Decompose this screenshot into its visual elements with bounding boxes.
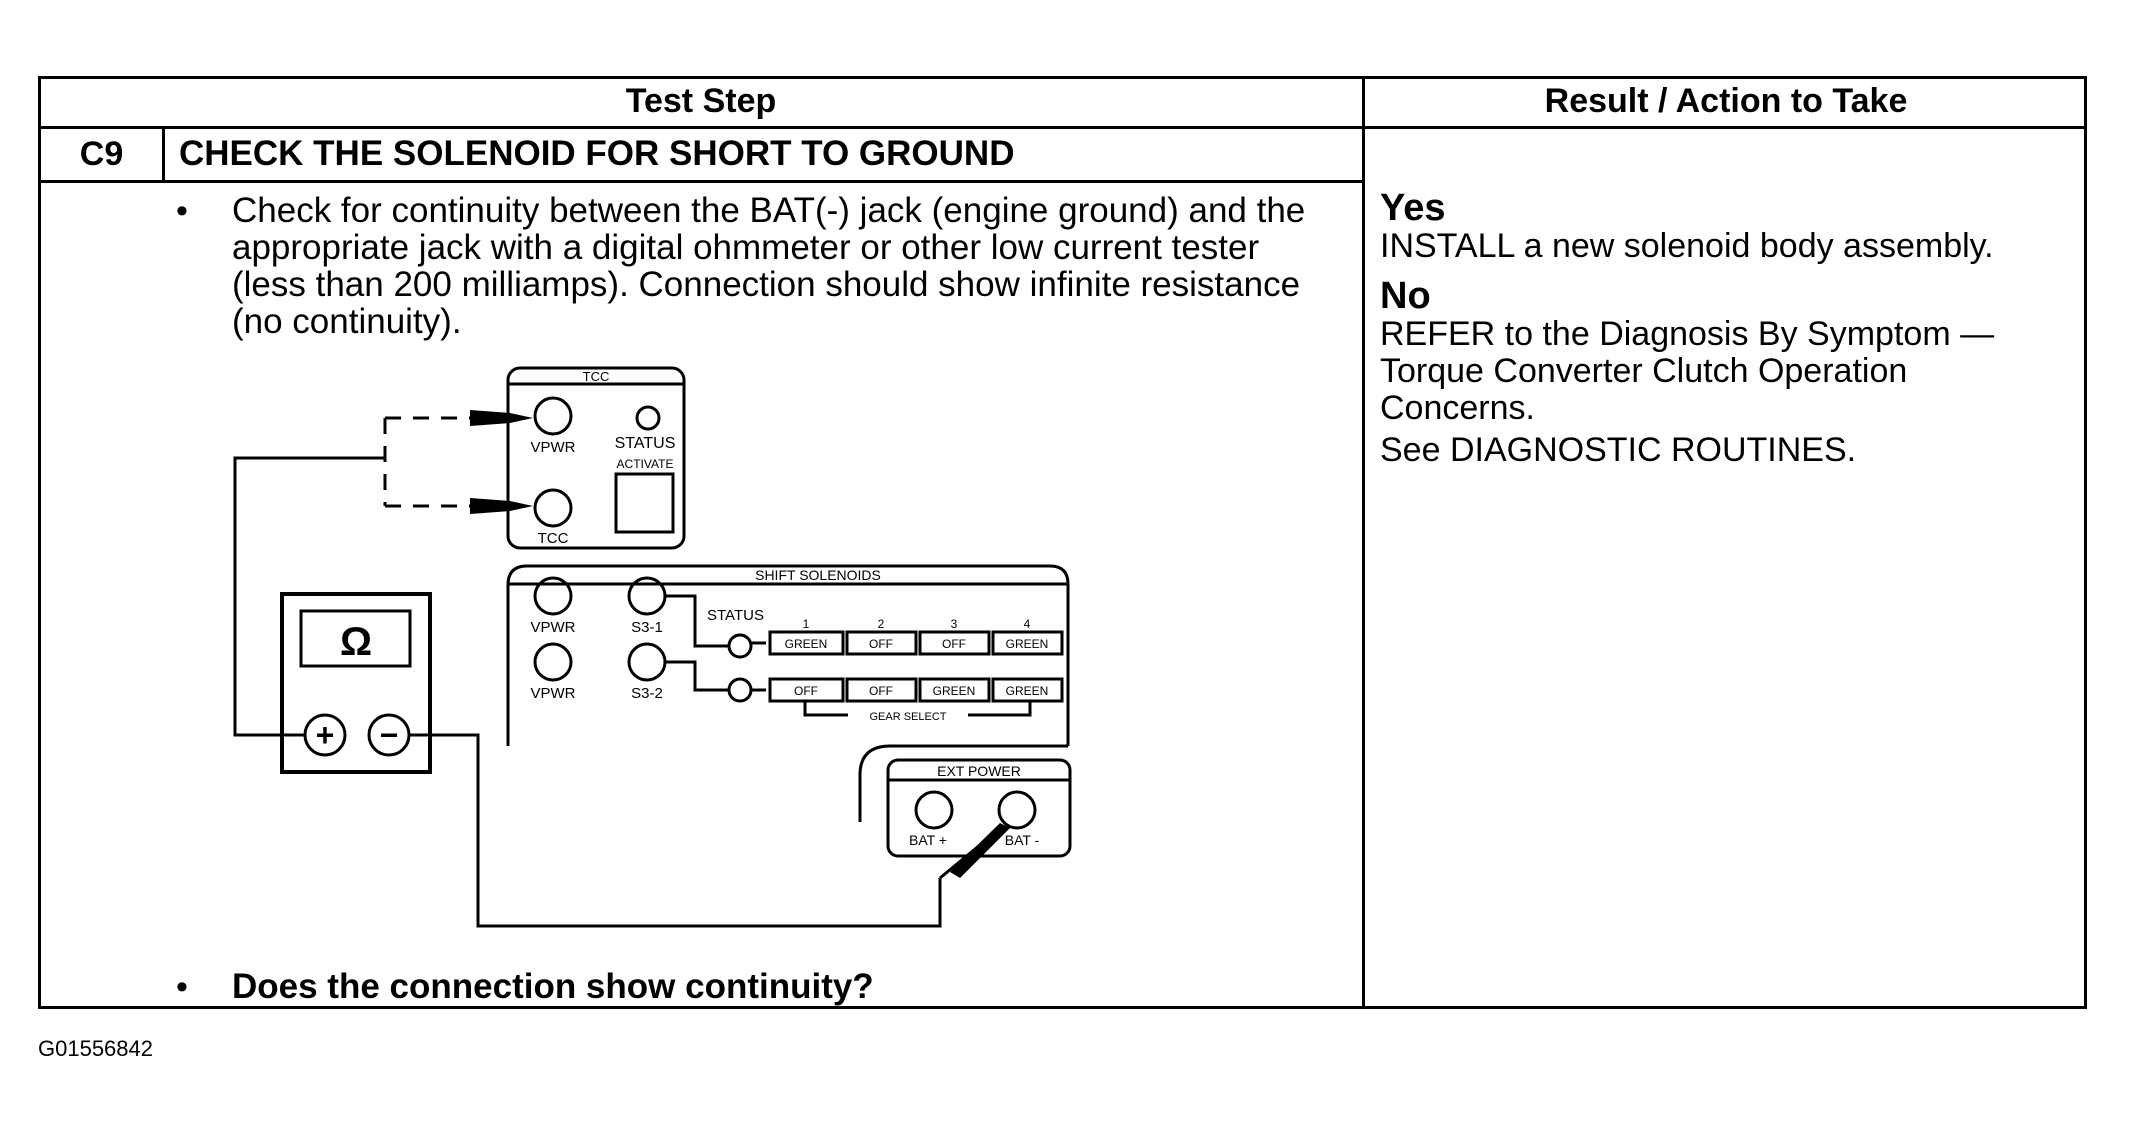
tcc-status-led — [635, 405, 661, 431]
s3-2-label: S3-2 — [631, 685, 663, 702]
bullet-2: • — [176, 968, 188, 1006]
bat-minus-label: BAT - — [1005, 832, 1040, 848]
column-label-1: 1 — [803, 617, 810, 631]
vpwr-label-1: VPWR — [531, 619, 576, 636]
bat-minus-jack — [997, 790, 1037, 830]
question-text: Does the connection show continuity? — [232, 967, 874, 1006]
status-led-2 — [727, 677, 753, 703]
column-divider — [1362, 76, 1365, 1009]
vpwr-jack-2 — [533, 642, 573, 682]
column-label-3: 3 — [951, 617, 958, 631]
indicator-r1-c2: OFF — [869, 637, 893, 651]
shift-solenoids-panel — [506, 564, 1070, 746]
ohmmeter — [280, 592, 432, 774]
tcc-activate-label: ACTIVATE — [617, 457, 674, 471]
status-led-1 — [727, 633, 753, 659]
figure-id: G01556842 — [38, 1036, 153, 1061]
indicator-r1-c3: OFF — [942, 637, 966, 651]
test-step-table — [38, 76, 2087, 1009]
step-id-divider — [162, 126, 165, 182]
step-title-divider — [38, 180, 1365, 183]
step-id: C9 — [79, 135, 124, 173]
no-label: No — [1380, 275, 1431, 317]
indicator-r1-c4: GREEN — [1006, 637, 1049, 651]
column-label-2: 2 — [878, 617, 885, 631]
tcc-vpwr-label: VPWR — [531, 439, 576, 456]
step-title: CHECK THE SOLENOID FOR SHORT TO GROUND — [179, 134, 1015, 173]
instruction-text: Check for continuity between the BAT(-) … — [232, 191, 1306, 341]
yes-action: INSTALL a new solenoid body assembly. — [1380, 227, 1994, 265]
no-action: REFER to the Diagnosis By Symptom — Torq… — [1380, 315, 1995, 427]
indicator-r2-c4: GREEN — [1006, 684, 1049, 698]
tcc-jack — [533, 488, 573, 528]
status-label: STATUS — [707, 607, 764, 624]
ext-power-title: EXT POWER — [937, 763, 1021, 779]
indicator-r1-c1: GREEN — [785, 637, 828, 651]
shift-solenoids-title: SHIFT SOLENOIDS — [755, 567, 881, 583]
bat-plus-label: BAT + — [909, 832, 947, 848]
column-label-4: 4 — [1024, 617, 1031, 631]
tcc-jack-label: TCC — [538, 530, 569, 547]
header-test-step: Test Step — [625, 82, 777, 120]
indicator-r2-c3: GREEN — [933, 684, 976, 698]
activate-button — [614, 472, 675, 534]
tcc-panel — [506, 366, 686, 550]
indicator-r2-c1: OFF — [794, 684, 818, 698]
yes-label: Yes — [1380, 187, 1446, 229]
header-result-action: Result / Action to Take — [1544, 82, 1908, 120]
gear-select-label: GEAR SELECT — [869, 711, 946, 723]
tcc-vpwr-jack — [533, 396, 573, 436]
meter-plus-label: + — [316, 717, 335, 753]
no-action-see: See DIAGNOSTIC ROUTINES. — [1380, 431, 1857, 469]
meter-minus-label: − — [380, 717, 399, 753]
bullet-1: • — [176, 192, 188, 230]
ohm-symbol: Ω — [340, 620, 372, 664]
vpwr-label-2: VPWR — [531, 685, 576, 702]
s3-1-label: S3-1 — [631, 619, 663, 636]
bat-plus-jack — [914, 790, 954, 830]
tcc-title: TCC — [583, 369, 610, 384]
header-divider — [38, 126, 2087, 129]
tcc-status-label: STATUS — [615, 435, 676, 452]
indicator-r2-c2: OFF — [869, 684, 893, 698]
meter-display — [299, 609, 412, 668]
s3-2-jack — [627, 642, 667, 682]
vpwr-jack-1 — [533, 576, 573, 616]
